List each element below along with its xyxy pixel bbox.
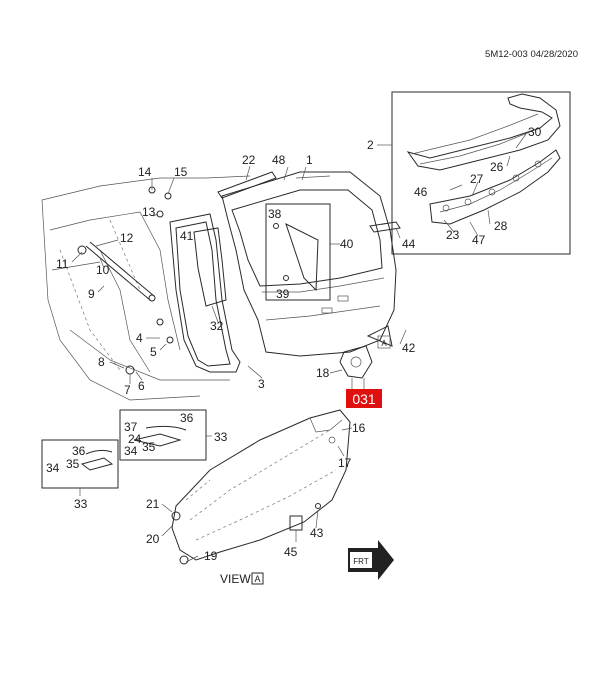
callout-10: 10 <box>96 263 110 277</box>
front-marker-label: FRT <box>353 557 369 566</box>
callout-32: 32 <box>210 319 224 333</box>
callout-26: 26 <box>490 160 504 174</box>
license-lamp-box-right <box>119 409 212 461</box>
arrow-marker-a: A <box>381 339 387 348</box>
callout-38: 38 <box>268 207 282 221</box>
callout-48: 48 <box>272 153 286 167</box>
callout-40: 40 <box>340 237 354 251</box>
callout-42: 42 <box>402 341 416 355</box>
callout-18: 18 <box>316 366 330 380</box>
callout-47: 47 <box>472 233 486 247</box>
callout-34a: 34 <box>46 461 60 475</box>
callout-45: 45 <box>284 545 298 559</box>
callout-39: 39 <box>276 287 290 301</box>
highlight-box <box>346 389 382 408</box>
callout-36a: 36 <box>72 444 86 458</box>
callout-12: 12 <box>120 231 134 245</box>
callout-15: 15 <box>174 165 188 179</box>
callout-33b: 33 <box>214 430 228 444</box>
inset-box-38-40 <box>265 203 340 301</box>
callout-30: 30 <box>528 125 542 139</box>
callout-5: 5 <box>150 345 157 359</box>
view-marker: A <box>254 574 260 584</box>
callout-2: 2 <box>367 138 374 152</box>
callout-4: 4 <box>136 331 143 345</box>
callout-24: 24 <box>128 432 142 446</box>
callout-35a: 35 <box>66 457 80 471</box>
document-code: 5M12-003 04/28/2020 <box>485 49 578 60</box>
leader-lines <box>71 165 407 384</box>
callout-14: 14 <box>138 165 152 179</box>
spoiler-detail-box <box>377 91 571 255</box>
callout-23: 23 <box>446 228 460 242</box>
view-label: VIEW <box>220 572 251 586</box>
callout-8: 8 <box>98 355 105 369</box>
callout-33a: 33 <box>74 497 88 511</box>
callout-11: 11 <box>56 257 69 271</box>
callout-22: 22 <box>242 153 256 167</box>
vehicle-rear-body <box>41 171 277 401</box>
callout-36b: 36 <box>180 411 194 425</box>
callout-41: 41 <box>180 229 194 243</box>
callout-20: 20 <box>146 532 160 546</box>
callout-6: 6 <box>138 379 145 393</box>
callout-9: 9 <box>88 287 95 301</box>
callout-19: 19 <box>204 549 218 563</box>
callout-43: 43 <box>310 526 324 540</box>
callout-7: 7 <box>124 383 131 397</box>
view-a-inner-panel <box>161 409 353 565</box>
view-marker-box <box>251 572 264 585</box>
callout-46: 46 <box>414 185 428 199</box>
license-lamp-box-left <box>41 439 119 496</box>
callout-44: 44 <box>402 237 416 251</box>
callout-16: 16 <box>352 421 366 435</box>
callout-28: 28 <box>494 219 508 233</box>
liftgate-panel <box>221 171 401 390</box>
callout-35b: 35 <box>142 440 156 454</box>
callout-3: 3 <box>258 377 265 391</box>
highlight-label: 031 <box>352 391 376 407</box>
callout-17: 17 <box>338 456 352 470</box>
callout-1: 1 <box>306 153 313 167</box>
callout-37: 37 <box>124 420 138 434</box>
front-direction-icon <box>348 540 394 580</box>
callout-21: 21 <box>146 497 160 511</box>
callout-13: 13 <box>142 205 156 219</box>
callout-27: 27 <box>470 172 484 186</box>
callout-34b: 34 <box>124 444 138 458</box>
